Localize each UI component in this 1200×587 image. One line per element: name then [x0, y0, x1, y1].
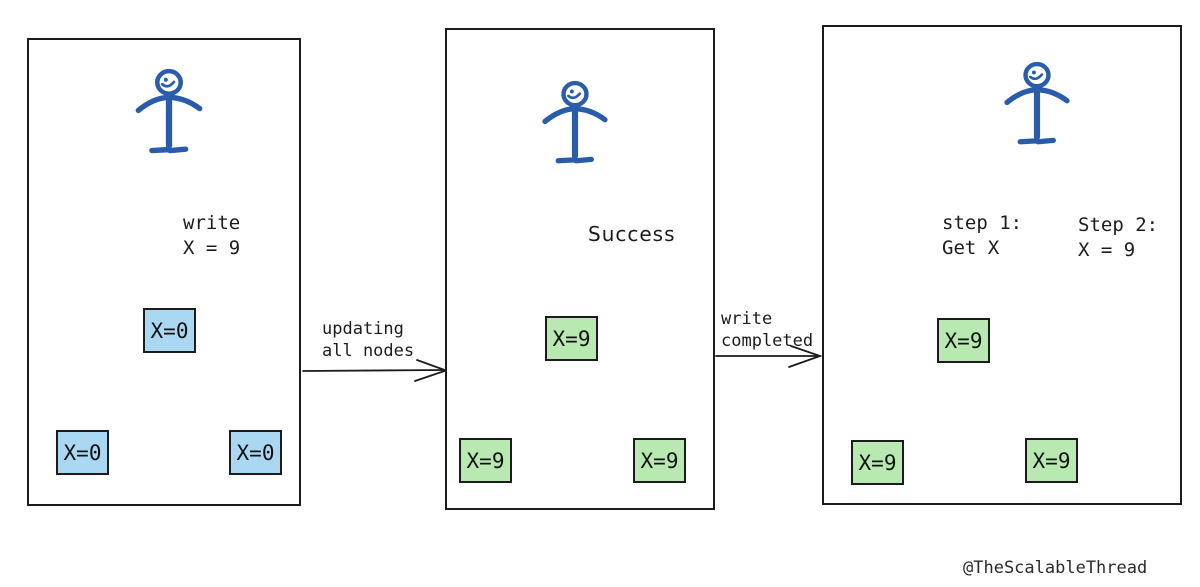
step1-label: step 1: Get X — [942, 211, 1022, 261]
step1-label-line1: step 1: — [942, 212, 1023, 234]
node-replica-left-old: X=0 — [56, 430, 109, 475]
node-primary-old: X=0 — [143, 308, 196, 353]
face-eye — [1031, 70, 1036, 75]
face-eye — [569, 89, 574, 94]
write-completed-label-line2: completed — [721, 331, 814, 351]
face-smile — [1029, 73, 1044, 81]
panel-write-request — [27, 38, 301, 506]
node-read-top: X=9 — [937, 318, 990, 363]
updating-all-nodes-arrow — [302, 359, 449, 382]
node-replica-left-updated: X=9 — [459, 438, 512, 483]
step1-label-line2: Get X — [942, 237, 1000, 259]
write-completed-label-line1: write — [721, 309, 773, 329]
step2-label: Step 2: X = 9 — [1078, 213, 1158, 263]
updating-all-nodes-label-line2: all nodes — [322, 341, 415, 361]
node-replica-right-updated: X=9 — [633, 438, 686, 483]
step2-label-line1: Step 2: — [1078, 214, 1159, 236]
user-stick-figure-3 — [1004, 61, 1070, 145]
node-read-left: X=9 — [851, 440, 904, 485]
face-smile — [160, 80, 176, 88]
write-arrow-label: write X = 9 — [183, 211, 240, 261]
write-completed-label: write completed — [721, 308, 813, 352]
write-arrow-label-line2: X = 9 — [183, 237, 241, 259]
node-replica-right-old: X=0 — [229, 430, 282, 475]
step2-label-line2: X = 9 — [1078, 239, 1136, 261]
user-stick-figure-1 — [135, 68, 203, 154]
updating-all-nodes-label: updating all nodes — [322, 318, 414, 362]
user-stick-figure-2 — [542, 80, 608, 164]
face-smile — [567, 92, 582, 100]
watermark-handle: @TheScalableThread — [963, 558, 1148, 578]
success-label: Success — [588, 222, 676, 246]
panel-read-after-write — [822, 25, 1182, 505]
face-eye — [163, 77, 168, 82]
node-primary-updated: X=9 — [545, 316, 598, 361]
write-arrow-label-line1: write — [183, 212, 241, 234]
node-read-target: X=9 — [1025, 438, 1078, 483]
updating-all-nodes-label-line1: updating — [322, 319, 404, 339]
